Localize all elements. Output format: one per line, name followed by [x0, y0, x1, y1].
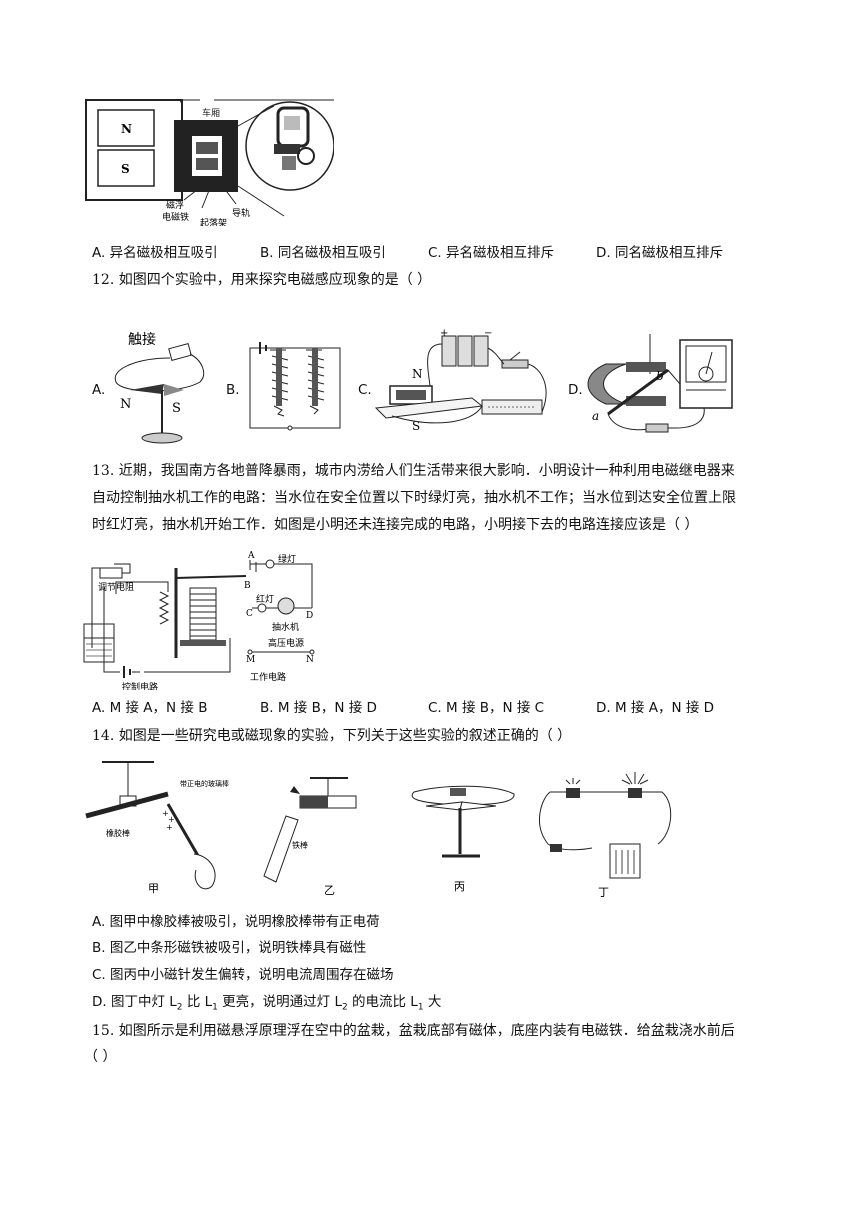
q14-figure-jia: 橡胶棒 +++ 带正电的玻璃棒 甲: [85, 761, 229, 895]
q14-option-b: B. 图乙中条形磁铁被吸引，说明铁棒具有磁性: [92, 940, 367, 956]
q14-option-d-sub1: 2: [176, 1002, 183, 1013]
q13-figure: 调节电阻 控制电路 A B C D 绿灯 红灯 抽水机 高压电源 M N 工作电…: [83, 551, 315, 690]
q12-fig-a-s: S: [172, 401, 181, 416]
q11-fig-rail: 导轨: [232, 207, 250, 219]
q12-figure-d: a b: [587, 334, 733, 433]
q13-option-d: D. M 接 A，N 接 D: [596, 700, 715, 716]
q12-figure-b: [249, 342, 341, 431]
q13-stem-line3: 时红灯亮，抽水机开始工作．如图是小明还未连接完成的电路，小明接下去的电路连接应该…: [92, 517, 699, 533]
q13-fig-c: C: [246, 609, 253, 619]
svg-text:+: +: [162, 809, 169, 818]
svg-text:+: +: [168, 815, 175, 824]
q13-option-c: C. M 接 B，N 接 C: [428, 700, 545, 716]
q12-fig-a-n: N: [120, 397, 131, 412]
svg-text:+: +: [440, 328, 448, 339]
q12-stem: 12. 如图四个实验中，用来探究电磁感应现象的是（ ）: [92, 272, 432, 288]
q11-fig-maglev: 磁浮: [166, 199, 184, 211]
svg-text:+: +: [166, 823, 173, 832]
q14-option-d-part5: 大: [427, 994, 442, 1010]
q14-option-d-sub3: 2: [341, 1002, 348, 1013]
q12-fig-c-label: C.: [358, 382, 372, 398]
q13-option-a: A. M 接 A，N 接 B: [92, 700, 208, 716]
q13-stem-line2: 自动控制抽水机工作的电路：当水位在安全位置以下时绿灯亮，抽水机不工作；当水位到达…: [92, 490, 736, 506]
q11-fig-landing-gear: 起落架: [200, 217, 227, 226]
q14-fig-rubber: 橡胶棒: [106, 828, 130, 838]
q15-stem-line2: （ ）: [84, 1049, 117, 1065]
q11-fig-electromagnet: 电磁铁: [162, 211, 189, 223]
q14-option-d-part3: 更亮，说明通过灯 L: [222, 994, 342, 1010]
q14-fig-iron: 铁棒: [292, 840, 308, 850]
q14-stem: 14. 如图是一些研究电或磁现象的实验，下列关于这些实验的叙述正确的（ ）: [92, 728, 572, 744]
q13-fig-a: A: [247, 551, 255, 561]
q12-fig-d-b: b: [656, 369, 664, 383]
q13-option-b: B. M 接 B，N 接 D: [260, 700, 377, 716]
q14-figure-bing: 丙: [411, 785, 515, 893]
q12-fig-c-n: N: [412, 367, 423, 381]
q11-fig-n: N: [121, 122, 132, 136]
q14-option-d-part4: 的电流比 L: [352, 994, 418, 1010]
q14-option-d-sub2: 1: [212, 1002, 218, 1013]
q11-option-b: B. 同名磁极相互吸引: [260, 245, 386, 261]
q12-fig-d-a: a: [592, 409, 599, 423]
q11-figure: N S 车厢 磁浮 电磁铁 起落架 导轨: [85, 99, 334, 226]
q13-fig-b: B: [244, 581, 251, 591]
q12-fig-a-touch: 触接: [128, 331, 156, 348]
q14-option-d-part2: 比 L: [186, 994, 213, 1010]
q13-fig-n: N: [306, 655, 314, 665]
q11-option-c: C. 异名磁极相互排斥: [428, 245, 555, 261]
q13-fig-green: 绿灯: [278, 553, 296, 565]
q13-fig-pump: 抽水机: [272, 621, 299, 633]
q14-option-c: C. 图丙中小磁针发生偏转，说明电流周围存在磁场: [92, 967, 394, 983]
q14-fig-yi-caption: 乙: [324, 884, 335, 897]
q12-fig-a-label: A.: [92, 382, 106, 398]
q12-fig-c-s: S: [412, 419, 420, 433]
q14-fig-ding-caption: 丁: [598, 886, 609, 899]
q15-stem-line1: 15. 如图所示是利用磁悬浮原理浮在空中的盆栽，盆栽底部有磁体，底座内装有电磁铁…: [92, 1023, 735, 1039]
q13-fig-red: 红灯: [256, 593, 274, 605]
q13-stem-line1: 13. 近期，我国南方各地普降暴雨，城市内涝给人们生活带来很大影响．小明设计一种…: [92, 463, 735, 479]
q14-fig-jia-caption: 甲: [148, 882, 159, 895]
q12-fig-b-label: B.: [226, 382, 240, 398]
q11-option-d: D. 同名磁极相互排斥: [596, 245, 723, 261]
q14-option-a: A. 图甲中橡胶棒被吸引，说明橡胶棒带有正电荷: [92, 914, 380, 930]
svg-text:−: −: [484, 328, 492, 339]
q14-fig-bing-caption: 丙: [454, 880, 465, 893]
q13-fig-control: 控制电路: [122, 681, 158, 690]
q14-option-d-part1: D. 图丁中灯 L: [92, 994, 177, 1010]
q13-fig-work: 工作电路: [250, 671, 286, 683]
q14-option-d: D. 图丁中灯 L2 比 L1 更亮，说明通过灯 L2 的电流比 L1 大: [92, 993, 441, 1017]
q13-fig-d: D: [306, 611, 313, 621]
q11-fig-s: S: [121, 162, 130, 176]
q14-fig-glass: 带正电的玻璃棒: [180, 779, 229, 788]
q14-figure-yi: 铁棒 乙: [263, 777, 357, 897]
q13-fig-m: M: [246, 655, 255, 665]
q14-figure-ding: 丁: [538, 772, 672, 899]
q12-fig-d-label: D.: [568, 382, 583, 398]
q12-figure-a: 触接 N S: [114, 331, 205, 444]
q13-fig-power: 高压电源: [268, 637, 304, 649]
q14-option-d-sub4: 1: [417, 1002, 424, 1013]
q12-figure-c: + − N S: [374, 328, 547, 433]
q11-fig-carriage: 车厢: [202, 107, 220, 119]
q11-option-a: A. 异名磁极相互吸引: [92, 245, 218, 261]
